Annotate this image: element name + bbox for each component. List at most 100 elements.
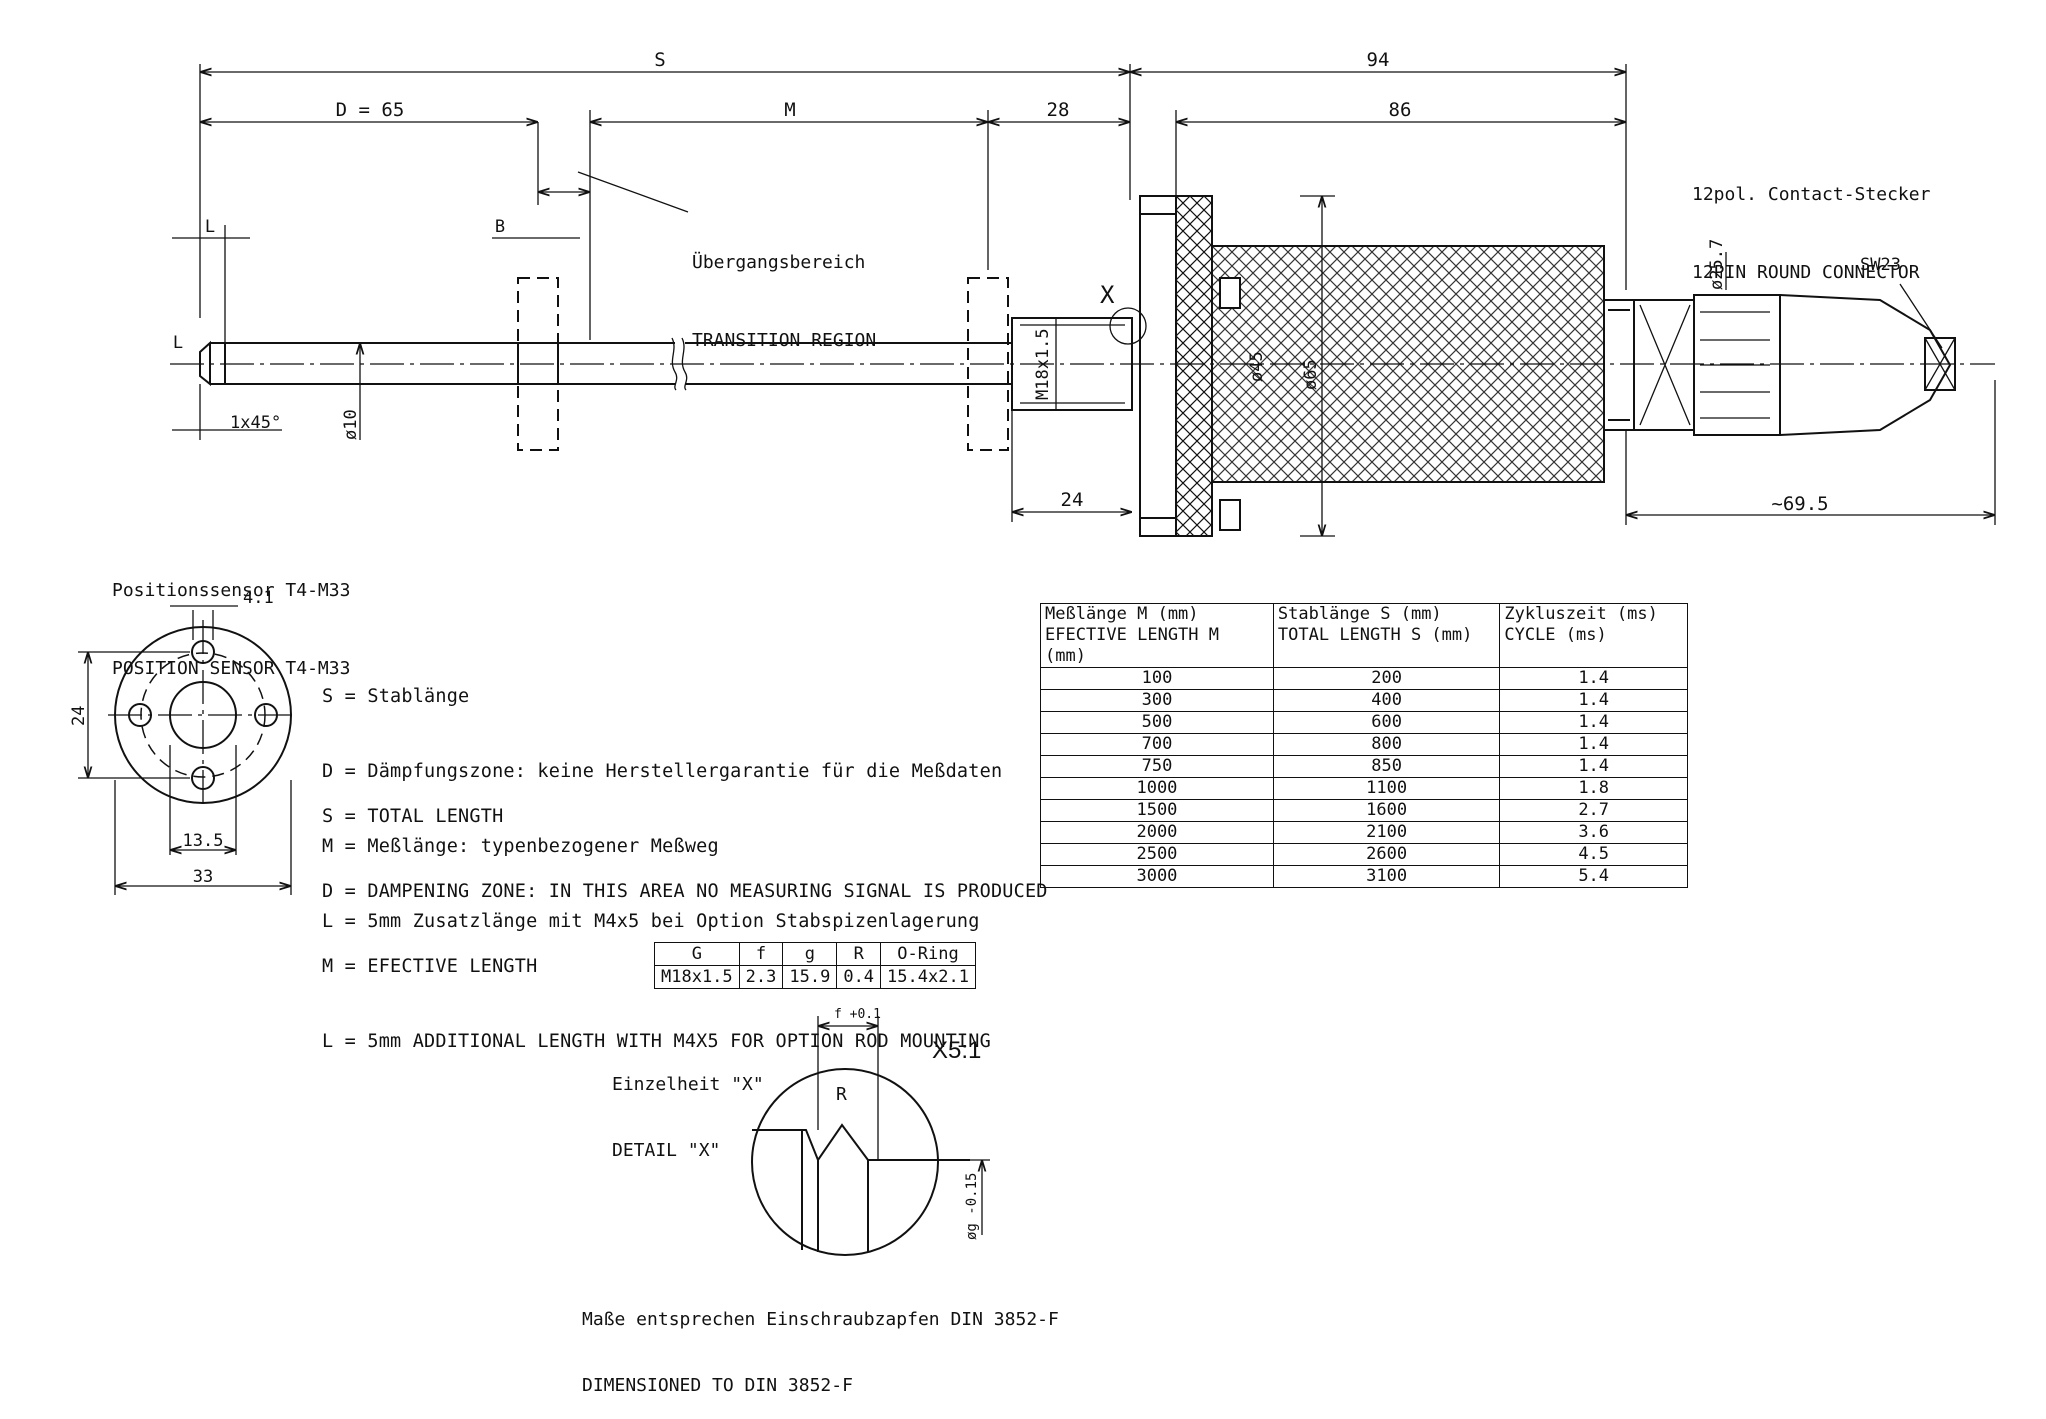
flange-dim-135: 13.5 — [183, 831, 224, 851]
dim-chamfer: 1x45° — [230, 413, 281, 433]
thread-value-cell: 15.9 — [782, 965, 838, 989]
magnet-ring — [517, 277, 559, 451]
legend-line: M = Meßlänge: typenbezogener Meßweg — [322, 836, 719, 857]
legend-line: S = Stablänge — [322, 686, 470, 707]
legend-german: S = Stablänge D = Dämpfungszone: keine H… — [322, 634, 1002, 959]
thread-stud — [1011, 317, 1133, 411]
transition-label: Übergangsbereich TRANSITION REGION — [692, 198, 876, 380]
round-connector — [1603, 294, 1956, 436]
dim-dia257: ø25.7 — [1707, 239, 1727, 290]
table-cell: 1.4 — [1499, 755, 1688, 778]
side-view — [170, 195, 1995, 537]
dim-86: 86 — [1389, 99, 1412, 121]
sensor-title: Positionssensor T4-M33 POSITION SENSOR T… — [112, 526, 350, 708]
thread-value-row: M18x1.5 2.3 15.9 0.4 15.4x2.1 — [654, 965, 976, 989]
dim-94: 94 — [1367, 49, 1390, 71]
thread-header-row: G f g R O-Ring — [654, 942, 976, 966]
rod — [199, 337, 1012, 391]
flange-dim-41: 4.1 — [243, 588, 274, 608]
dim-695: ~69.5 — [1771, 493, 1828, 515]
dim-d65: D = 65 — [336, 99, 405, 121]
dimension-texts: S 94 D = 65 M 28 86 L L B 1x45° ø10 M18x… — [173, 49, 1901, 515]
detail-x-title: Einzelheit "X" DETAIL "X" — [612, 1030, 764, 1184]
thread-value-cell: 15.4x2.1 — [880, 965, 976, 989]
table-cell: 4.5 — [1499, 843, 1688, 866]
thread-value-cell: 2.3 — [738, 965, 784, 989]
table-cell: 1600 — [1272, 799, 1501, 822]
flange-front-view: 4.1 24 13.5 33 — [69, 588, 298, 895]
table-cell: 700 — [1040, 733, 1274, 756]
connector-label: 12pol. Contact-Stecker 12PIN ROUND CONNE… — [1692, 130, 1930, 312]
legend-line: S = TOTAL LENGTH — [322, 806, 504, 827]
header-cycle: Zykluszeit (ms)CYCLE (ms) — [1499, 603, 1688, 668]
table-cell: 400 — [1272, 689, 1501, 712]
dim-24: 24 — [1061, 489, 1084, 511]
legend-line: M = EFECTIVE LENGTH — [322, 956, 538, 977]
detail-x-title-en: DETAIL "X" — [612, 1140, 721, 1161]
flange-dim-24: 24 — [69, 706, 89, 726]
legend-english: S = TOTAL LENGTH D = DAMPENING ZONE: IN … — [322, 754, 1048, 1079]
dim-b: B — [495, 217, 505, 237]
table-cell: 2000 — [1040, 821, 1274, 844]
detail-x-marker — [1109, 307, 1147, 345]
header-effective-length: Meßlänge M (mm)EFECTIVE LENGTH M (mm) — [1040, 603, 1274, 668]
table-cell: 2500 — [1040, 843, 1274, 866]
table-cell: 1.4 — [1499, 711, 1688, 734]
table-cell: 3000 — [1040, 865, 1274, 888]
table-cell: 5.4 — [1499, 865, 1688, 888]
detail-f-dim: f +0.1 — [834, 1007, 881, 1022]
dim-dia45: ø45 — [1247, 351, 1267, 382]
table-cell: 300 — [1040, 689, 1274, 712]
table-cell: 1.8 — [1499, 777, 1688, 800]
din-note-de: Maße entsprechen Einschraubzapfen DIN 38… — [582, 1309, 1059, 1330]
table-cell: 3.6 — [1499, 821, 1688, 844]
din-note-en: DIMENSIONED TO DIN 3852-F — [582, 1375, 853, 1396]
thread-value-cell: M18x1.5 — [654, 965, 740, 989]
detail-r-label: R — [836, 1084, 847, 1105]
table-cell: 1.4 — [1499, 733, 1688, 756]
table-header-row: Meßlänge M (mm)EFECTIVE LENGTH M (mm) St… — [1040, 603, 1688, 668]
thread-header-cell: R — [836, 942, 882, 966]
transition-label-en: TRANSITION REGION — [692, 330, 877, 351]
dim-sw23: SW23 — [1860, 255, 1901, 275]
dim-l-vertical: L — [173, 333, 183, 353]
table-cell: 1100 — [1272, 777, 1501, 800]
detail-x-title-de: Einzelheit "X" — [612, 1074, 764, 1095]
table-cell: 3100 — [1272, 865, 1501, 888]
cycle-time-table: Meßlänge M (mm)EFECTIVE LENGTH M (mm) St… — [1040, 603, 1688, 888]
dim-rod-dia: ø10 — [341, 409, 361, 440]
dim-28: 28 — [1047, 99, 1070, 121]
technical-drawing: S 94 D = 65 M 28 86 L L B 1x45° ø10 M18x… — [69, 49, 1996, 1256]
dim-s: S — [654, 49, 665, 71]
thread-header-cell: G — [654, 942, 740, 966]
magnet-ring-end — [967, 277, 1009, 451]
dimension-lines — [172, 64, 1996, 537]
table-cell: 500 — [1040, 711, 1274, 734]
table-cell: 200 — [1272, 667, 1501, 690]
table-cell: 2100 — [1272, 821, 1501, 844]
table-cell: 2.7 — [1499, 799, 1688, 822]
sensor-title-de: Positionssensor T4-M33 — [112, 580, 351, 601]
detail-x-label: X — [1100, 281, 1115, 309]
table-cell: 100 — [1040, 667, 1274, 690]
thread-value-cell: 0.4 — [836, 965, 882, 989]
thread-header-cell: f — [738, 942, 784, 966]
connector-label-de: 12pol. Contact-Stecker — [1692, 184, 1931, 205]
detail-scale: X5:1 — [932, 1037, 981, 1064]
sensor-title-en: POSITION SENSOR T4-M33 — [112, 658, 351, 679]
dim-thread: M18x1.5 — [1033, 328, 1053, 400]
table-cell: 750 — [1040, 755, 1274, 778]
din-note: Maße entsprechen Einschraubzapfen DIN 38… — [582, 1265, 1059, 1419]
table-cell: 850 — [1272, 755, 1501, 778]
table-cell: 1500 — [1040, 799, 1274, 822]
connector-label-en: 12PIN ROUND CONNECTOR — [1692, 262, 1920, 283]
table-cell: 1.4 — [1499, 667, 1688, 690]
table-cell: 1000 — [1040, 777, 1274, 800]
